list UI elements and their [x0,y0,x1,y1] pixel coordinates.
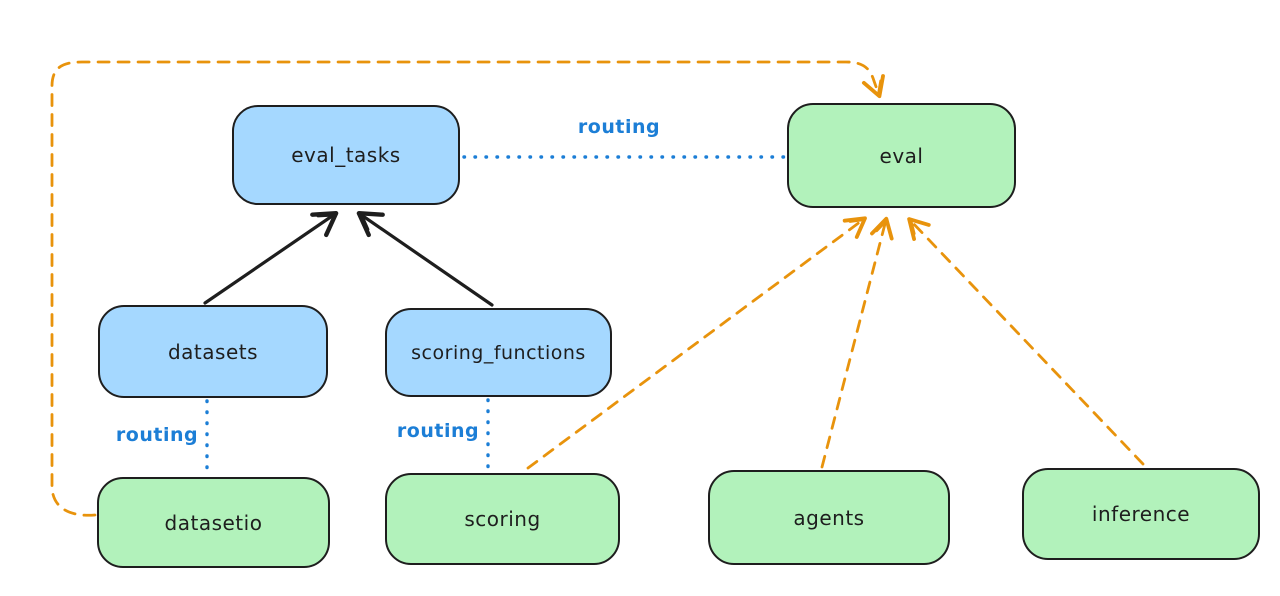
node-eval[interactable]: eval [787,103,1016,208]
edge-scoring-functions-to-eval-tasks[interactable] [356,211,494,307]
edge-datasetio-to-eval-loop[interactable] [50,60,885,517]
node-eval-tasks[interactable]: eval_tasks [232,105,460,205]
node-datasetio[interactable]: datasetio [97,477,330,568]
node-eval-label: eval [879,143,924,168]
node-inference[interactable]: inference [1022,468,1260,560]
edge-datasets-to-eval-tasks[interactable] [203,211,339,305]
node-datasets-label: datasets [167,339,259,364]
node-scoring-label: scoring [464,507,541,531]
edge-scoring-to-eval[interactable] [526,216,867,470]
edge-inference-to-eval[interactable] [907,217,1145,466]
node-datasets[interactable]: datasets [98,305,328,398]
node-scoring-functions-label: scoring_functions [411,341,586,364]
edge-label-routing-eval-tasks-eval: routing [577,116,661,138]
node-scoring-functions[interactable]: scoring_functions [385,308,612,397]
node-datasetio-label: datasetio [164,510,263,535]
edge-agents-to-eval[interactable] [820,216,894,469]
node-agents[interactable]: agents [708,470,950,565]
node-eval-tasks-label: eval_tasks [291,143,401,167]
node-agents-label: agents [793,505,865,530]
edge-label-routing-scoring-functions-scoring: routing [396,420,480,442]
edge-label-routing-datasets-datasetio: routing [115,424,199,446]
node-scoring[interactable]: scoring [385,473,620,565]
node-inference-label: inference [1091,502,1191,526]
